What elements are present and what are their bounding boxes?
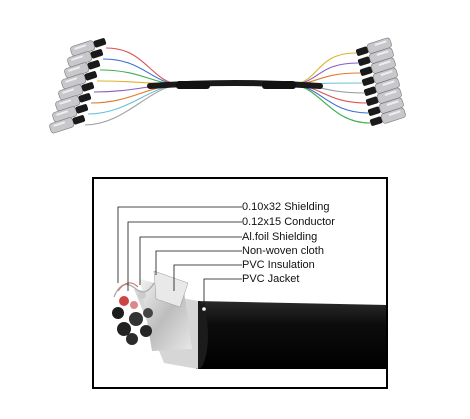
cross-section-frame: 0.10x32 Shielding 0.12x15 Conductor Al.f… [92, 177, 388, 389]
left-xlr-connector [67, 49, 104, 68]
right-fanout-wire [291, 84, 369, 114]
left-xlr-connector [52, 104, 89, 123]
jacket-pointer-dot [202, 307, 206, 311]
snake-cable-illustration [49, 37, 406, 134]
label-foil-shielding: Al.foil Shielding [242, 231, 318, 243]
right-xlr-connector [359, 57, 396, 76]
left-xlr-connector [64, 60, 101, 79]
right-fanout-wire [291, 52, 357, 86]
left-xlr-connector [55, 93, 92, 112]
leader-lines [117, 206, 242, 307]
right-fanout-wires [291, 52, 371, 124]
left-xlr-connector [58, 82, 95, 101]
left-breakout-sleeve [176, 81, 210, 89]
left-fanout-wire [105, 47, 181, 86]
conductor-cores [112, 291, 153, 345]
main-cable-trunk [147, 80, 323, 89]
right-xlr-connector [357, 47, 394, 66]
right-xlr-connector [367, 97, 404, 116]
label-pvc-insulation: PVC Insulation [242, 259, 315, 271]
right-xlr-connector [365, 87, 402, 106]
right-xlr-connector [355, 37, 392, 56]
braid-shielding [113, 282, 155, 298]
left-xlr-connector [49, 115, 86, 134]
left-xlr-connector [70, 38, 107, 57]
right-fanout-wire [291, 84, 371, 124]
left-fanout-wire [84, 84, 181, 126]
label-pvc-jacket: PVC Jacket [242, 273, 300, 285]
right-breakout-sleeve [262, 81, 296, 89]
left-xlr-connectors [49, 38, 107, 134]
label-non-woven-cloth: Non-woven cloth [242, 245, 324, 257]
label-conductor: 0.12x15 Conductor [242, 216, 335, 228]
right-xlr-connector [361, 67, 398, 86]
right-fanout-wire [291, 62, 359, 86]
label-braid-shielding: 0.10x32 Shielding [242, 201, 330, 213]
right-xlr-connector [369, 107, 406, 126]
right-xlr-connector [363, 77, 400, 96]
cable-cross-section [112, 206, 386, 369]
right-xlr-connectors [355, 37, 406, 126]
pvc-jacket [196, 301, 386, 369]
left-xlr-connector [61, 71, 98, 90]
left-fanout-wires [84, 47, 181, 126]
